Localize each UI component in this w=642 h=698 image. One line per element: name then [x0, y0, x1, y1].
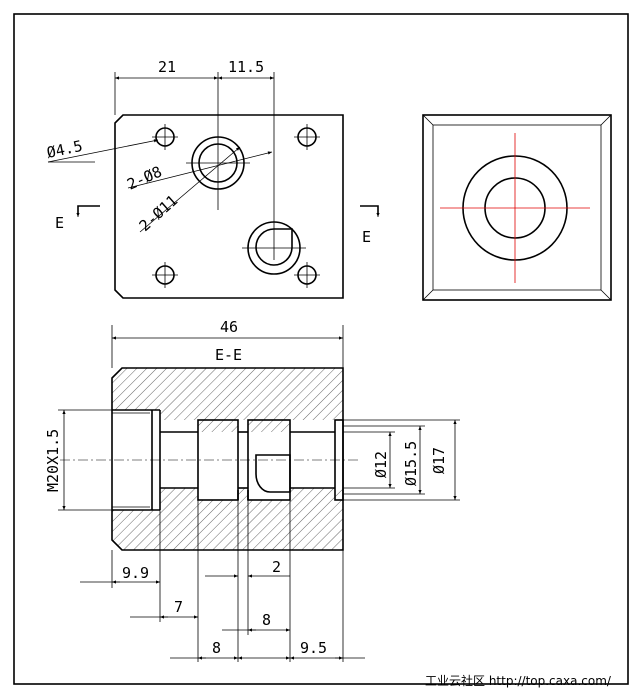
dim-8-bottom: 8 [212, 639, 221, 657]
section-mark-right: E [362, 228, 371, 246]
dim-2-d11: 2-Ø11 [136, 191, 182, 235]
section-title: E-E [215, 346, 242, 364]
watermark: 工业云社区 http://top.caxa.com/ [425, 673, 612, 688]
dim-2: 2 [272, 558, 281, 576]
section-view: E-E 46 [44, 318, 460, 662]
dim-46: 46 [220, 318, 238, 336]
dim-21: 21 [158, 58, 176, 76]
section-outline [111, 367, 344, 551]
dim-d12: Ø12 [372, 451, 390, 478]
dim-8-mid: 8 [262, 611, 271, 629]
dim-7: 7 [174, 598, 183, 616]
dim-11-5: 11.5 [228, 58, 264, 76]
top-view: 21 11.5 Ø4.5 2-Ø8 2-Ø11 [45, 58, 380, 299]
dim-9-5: 9.5 [300, 639, 327, 657]
dim-thread: M20X1.5 [44, 429, 62, 492]
side-view-outline [422, 114, 612, 301]
counterbore-lower-inner [255, 228, 293, 266]
dim-2-d8: 2-Ø8 [124, 163, 164, 194]
cross-hole [255, 454, 291, 493]
dim-hole-dia: Ø4.5 [45, 137, 84, 162]
dim-d17: Ø17 [430, 447, 448, 474]
dim-d15-5: Ø15.5 [402, 441, 420, 486]
dim-9-9: 9.9 [122, 564, 149, 582]
drawing-frame [13, 13, 629, 685]
side-view [422, 114, 612, 301]
top-view-outline [114, 114, 344, 299]
section-mark-left: E [55, 214, 64, 232]
